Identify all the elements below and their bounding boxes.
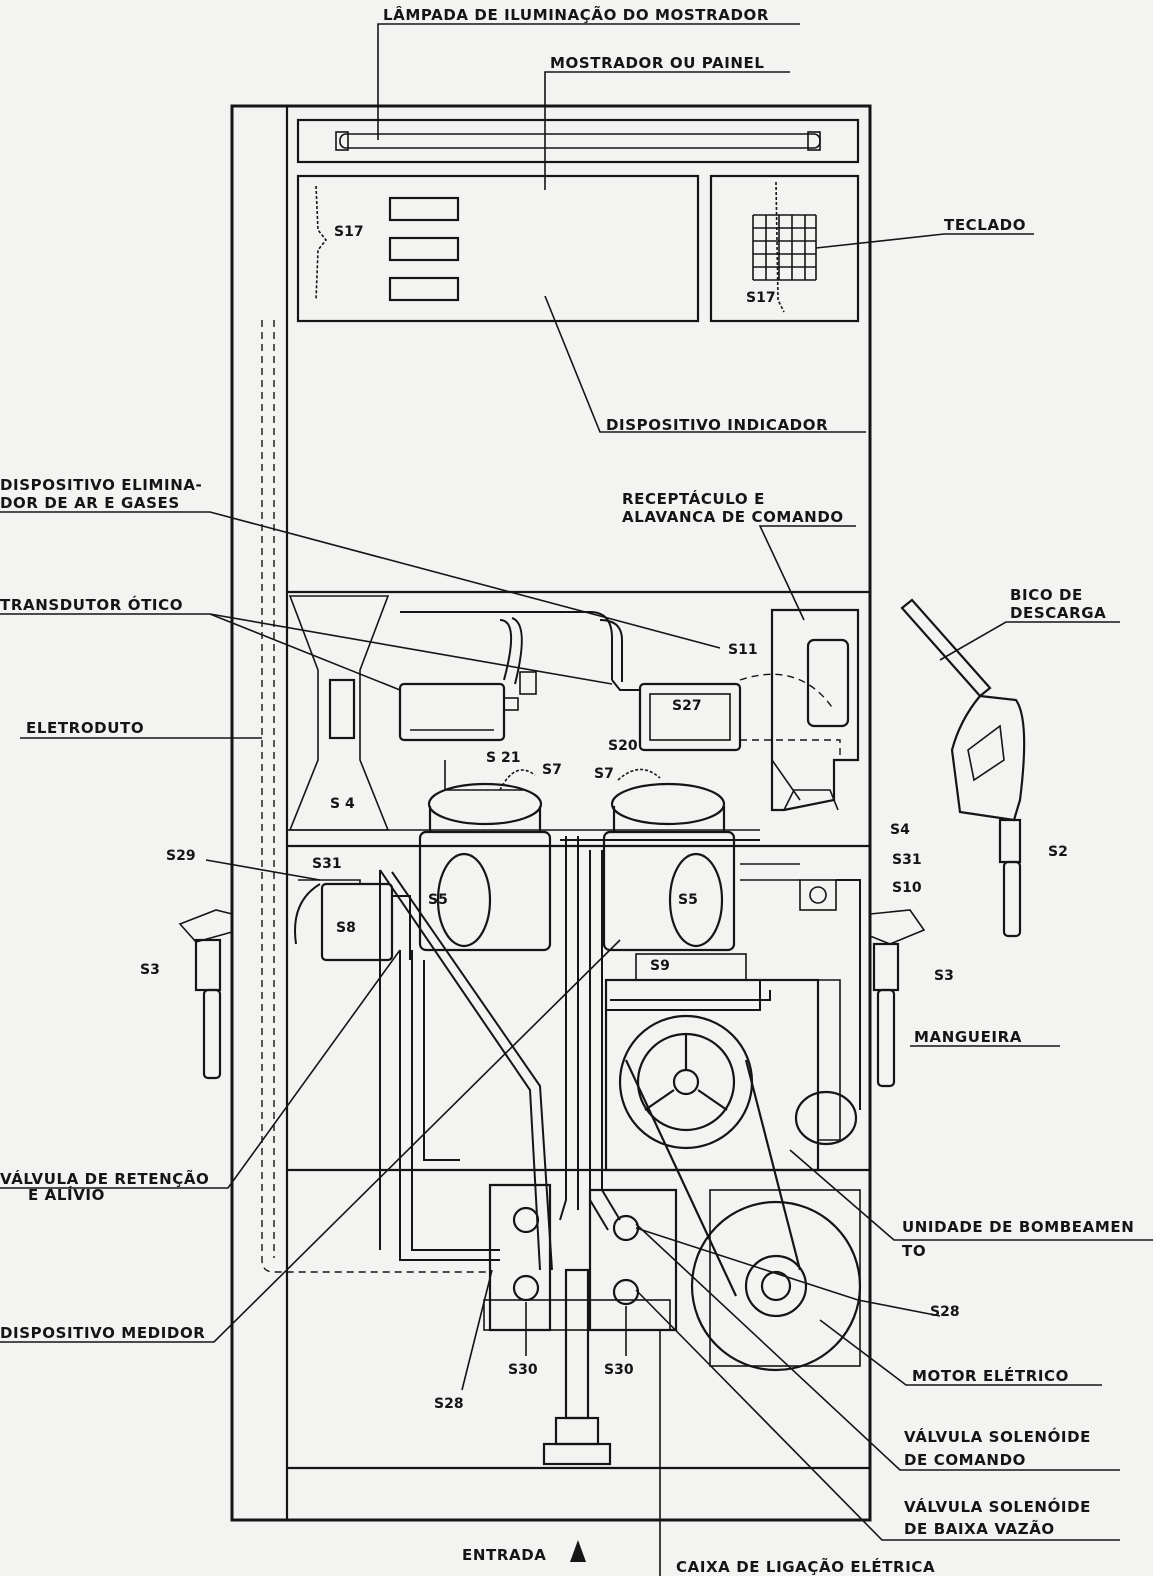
display-panel xyxy=(296,174,700,323)
label-entrada: ENTRADA xyxy=(462,1546,546,1564)
seal-s27: S27 xyxy=(672,698,702,714)
seal-s29: S29 xyxy=(166,848,196,864)
seal-s10: S10 xyxy=(892,880,922,896)
seal-s30-left: S30 xyxy=(508,1362,538,1378)
label-bico-line2: DESCARGA xyxy=(1010,604,1106,622)
label-teclado: TECLADO xyxy=(944,216,1026,234)
seal-s4-right: S4 xyxy=(890,822,910,838)
label-unidade-line1: UNIDADE DE BOMBEAMEN xyxy=(902,1218,1134,1236)
label-dispositivo-indicador: DISPOSITIVO INDICADOR xyxy=(606,416,828,434)
label-valvula-retencao-line1: VÁLVULA DE RETENÇÃO xyxy=(0,1169,209,1188)
label-medidor: DISPOSITIVO MEDIDOR xyxy=(0,1324,205,1342)
label-solenoide-comando-line1: VÁLVULA SOLENÓIDE xyxy=(904,1427,1091,1446)
inlet-pipe xyxy=(542,1268,612,1466)
check-valve-block xyxy=(294,869,553,1271)
seal-s3-left: S3 xyxy=(140,962,160,978)
dispenser-cabinet xyxy=(230,104,872,1522)
seal-s17-keypad: S17 xyxy=(746,290,776,306)
meter-left xyxy=(418,760,552,952)
solenoid-valves xyxy=(483,1183,678,1332)
optical-transducer-left xyxy=(398,617,537,742)
seal-s4-left: S 4 xyxy=(330,796,355,812)
label-eliminador-line1: DISPOSITIVO ELIMINA- xyxy=(0,476,202,494)
seal-s7-left: S7 xyxy=(542,762,562,778)
nozzle-receptacle xyxy=(739,608,860,812)
hose-holder-left xyxy=(178,909,233,1080)
seal-s20: S20 xyxy=(608,738,638,754)
electric-motor xyxy=(625,1059,862,1372)
air-eliminator-funnel xyxy=(288,595,390,831)
inlet-arrow-icon xyxy=(570,1540,586,1562)
seal-s3-right: S3 xyxy=(934,968,954,984)
label-bico-line1: BICO DE xyxy=(1010,586,1083,604)
label-solenoide-vazao-line2: DE BAIXA VAZÃO xyxy=(904,1519,1055,1538)
label-solenoide-vazao-line1: VÁLVULA SOLENÓIDE xyxy=(904,1497,1091,1516)
label-motor: MOTOR ELÉTRICO xyxy=(912,1366,1069,1385)
label-receptaculo-line1: RECEPTÁCULO E xyxy=(622,489,765,508)
hose-holder-right xyxy=(836,879,926,1110)
label-lampada: LÂMPADA DE ILUMINAÇÃO DO MOSTRADOR xyxy=(383,5,769,24)
label-eletroduto: ELETRODUTO xyxy=(26,719,144,737)
seal-s7-right: S7 xyxy=(594,766,614,782)
seal-s28-right: S28 xyxy=(930,1304,960,1320)
seal-tags: S17 S17 S11 S27 S 21 S7 S20 S7 S 4 S4 S2… xyxy=(140,224,1068,1412)
label-mostrador: MOSTRADOR OU PAINEL xyxy=(550,54,765,72)
seal-s31-left: S31 xyxy=(312,856,342,872)
valve-s10 xyxy=(740,863,837,911)
seal-s28-left: S28 xyxy=(434,1396,464,1412)
seal-s21: S 21 xyxy=(486,750,520,766)
seal-s5-right: S5 xyxy=(678,892,698,908)
label-solenoide-comando-line2: DE COMANDO xyxy=(904,1451,1026,1469)
seal-s2: S2 xyxy=(1048,844,1068,860)
leader-lines xyxy=(0,23,1153,1576)
label-eliminador-line2: DOR DE AR E GASES xyxy=(0,494,180,512)
seal-s5-left: S5 xyxy=(428,892,448,908)
discharge-nozzle xyxy=(900,598,1026,938)
label-valvula-retencao-line2: E ALÍVIO xyxy=(28,1185,105,1204)
seal-s31-right: S31 xyxy=(892,852,922,868)
meter-right xyxy=(602,768,736,952)
label-mangueira: MANGUEIRA xyxy=(914,1028,1022,1046)
label-receptaculo-line2: ALAVANCA DE COMANDO xyxy=(622,508,844,526)
label-unidade-line2: TO xyxy=(902,1242,926,1260)
seal-s30-right: S30 xyxy=(604,1362,634,1378)
pump-unit xyxy=(604,953,858,1172)
label-transdutor: TRANSDUTOR ÓTICO xyxy=(0,595,183,614)
seal-s11: S11 xyxy=(728,642,758,658)
conduit-eletroduto xyxy=(261,320,490,1273)
seal-s9: S9 xyxy=(650,958,670,974)
seal-s8: S8 xyxy=(336,920,356,936)
callout-labels: LÂMPADA DE ILUMINAÇÃO DO MOSTRADOR MOSTR… xyxy=(0,5,1134,1576)
keypad xyxy=(709,174,860,323)
seal-s17-display: S17 xyxy=(334,224,364,240)
label-caixa: CAIXA DE LIGAÇÃO ELÉTRICA xyxy=(676,1557,935,1576)
display-lamp xyxy=(296,118,860,164)
